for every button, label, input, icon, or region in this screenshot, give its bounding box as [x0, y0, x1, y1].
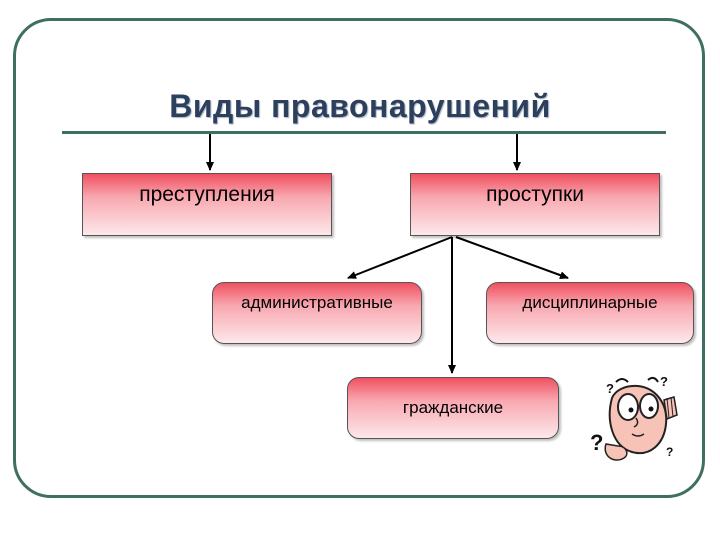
svg-text:?: ?: [606, 381, 614, 396]
node-misdemeanors-label: проступки: [486, 182, 584, 206]
arrow-to-disciplinary: [455, 236, 569, 280]
node-civil-label: гражданские: [402, 398, 504, 417]
node-disciplinary-label: дисциплинарные: [522, 293, 658, 312]
svg-text:?: ?: [590, 430, 603, 455]
node-disciplinary: дисциплинарные: [486, 282, 694, 344]
node-administrative: административные: [212, 282, 422, 344]
title-underline: [62, 131, 666, 134]
svg-text:?: ?: [666, 445, 673, 459]
node-civil: гражданские: [347, 377, 559, 439]
node-misdemeanors: проступки: [410, 173, 660, 236]
node-crimes: преступления: [82, 173, 332, 236]
arrow-to-administrative: [347, 236, 453, 279]
diagram-title: Виды правонарушений: [169, 88, 551, 124]
node-crimes-label: преступления: [139, 182, 275, 206]
node-administrative-label: административные: [241, 293, 393, 312]
svg-text:?: ?: [660, 374, 668, 389]
